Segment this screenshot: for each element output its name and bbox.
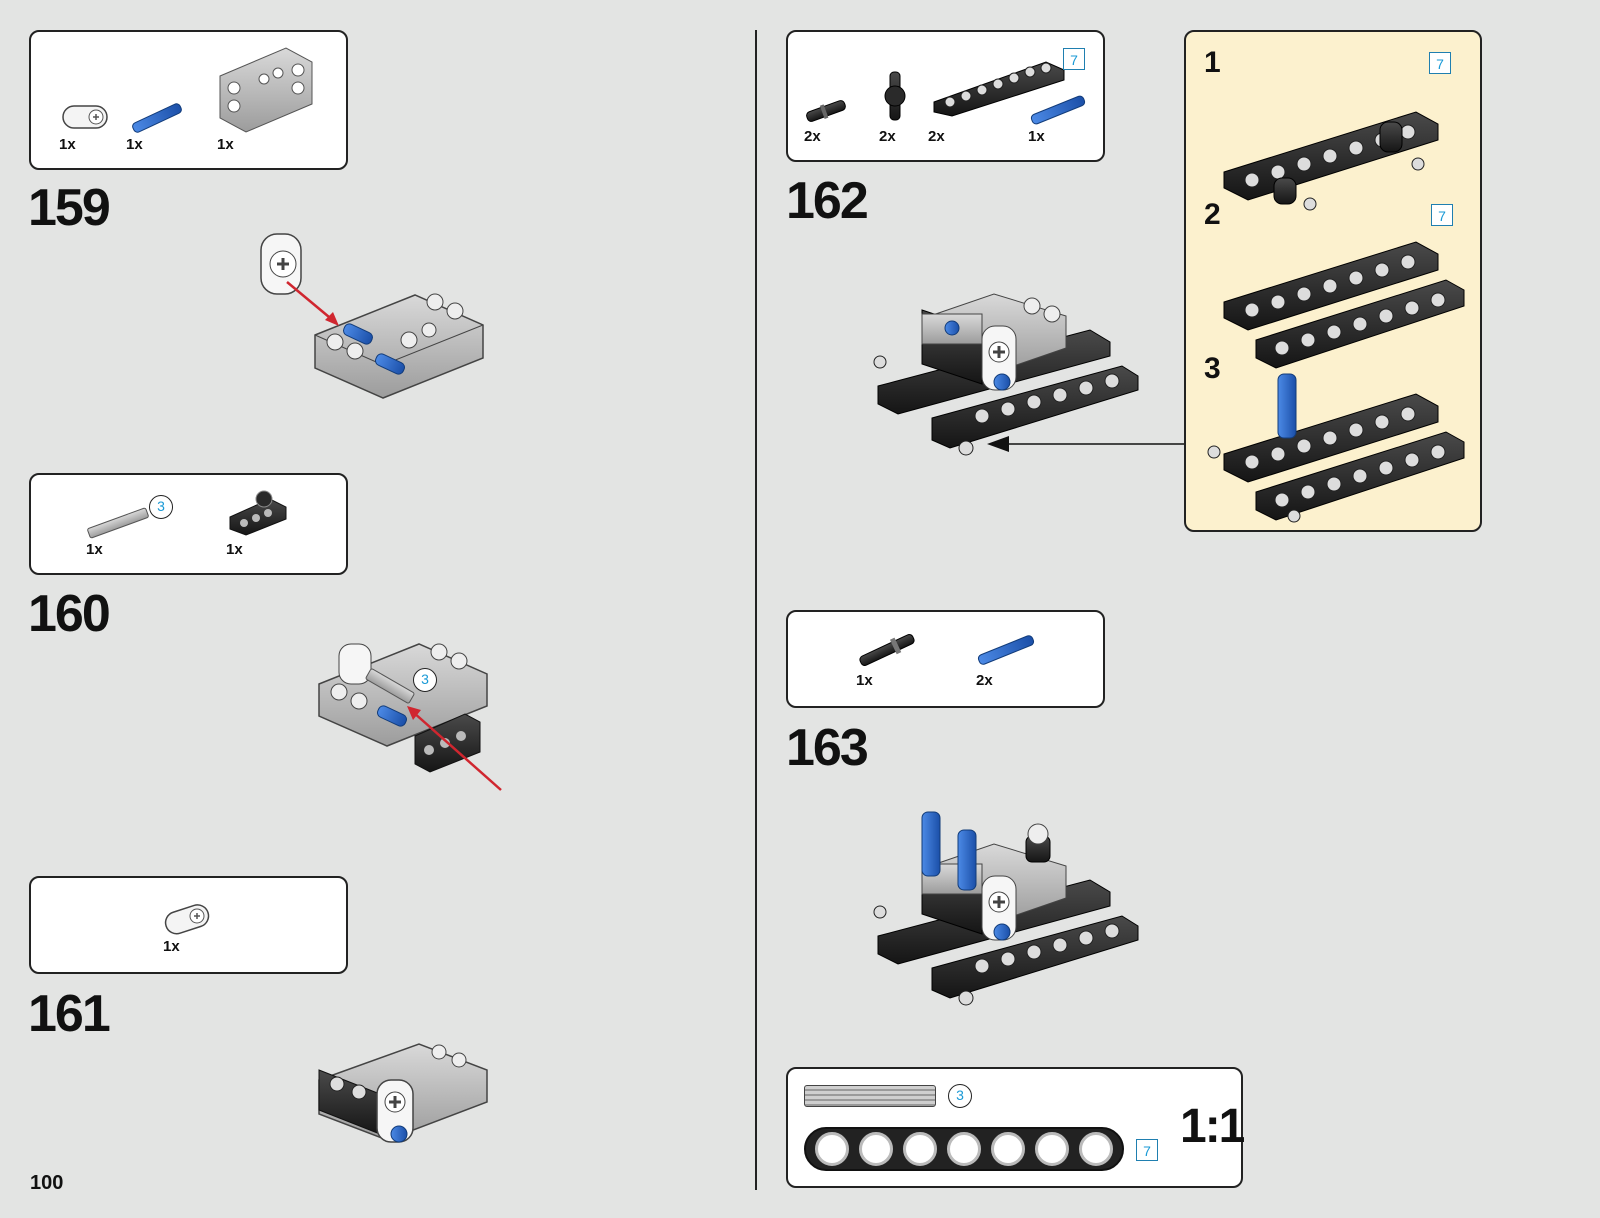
white-connector-icon <box>62 105 108 129</box>
qty-label: 1x <box>86 541 103 558</box>
substep-number: 2 <box>1204 198 1221 231</box>
parts-panel-160: 3 1x 1x <box>29 473 348 575</box>
qty-label: 1x <box>226 541 243 558</box>
parts-panel-162: 7 2x 2x 2x 1x <box>786 30 1105 162</box>
substep-number: 1 <box>1204 46 1221 79</box>
step-number-161: 161 <box>28 985 111 1043</box>
scale-reference-box: 3 7 1:1 <box>786 1067 1245 1188</box>
page-number: 100 <box>30 1172 64 1194</box>
beam-length-badge: 7 <box>1063 48 1085 70</box>
step-163-model <box>873 811 1139 1006</box>
black-beam-icon <box>229 490 287 536</box>
callout-arrow <box>987 436 1185 452</box>
scale-beam-7 <box>804 1127 1124 1171</box>
black-beam-7-icon <box>933 61 1065 117</box>
blue-pin-icon <box>977 635 1035 665</box>
scale-axle-3 <box>804 1085 936 1107</box>
step-number-162: 162 <box>786 172 869 230</box>
substep-2-art <box>1223 241 1465 369</box>
model-axle-badge: 3 <box>413 668 437 692</box>
qty-label: 2x <box>928 128 945 145</box>
substep-3-art <box>1207 373 1465 523</box>
grey-axle-icon <box>87 507 149 539</box>
black-pin-icon <box>806 100 846 122</box>
sub-assembly-callout: 1 7 2 7 3 <box>1184 30 1482 532</box>
parts-panel-161: 1x <box>29 876 348 974</box>
substep-number: 3 <box>1204 352 1221 385</box>
grey-frame-icon <box>219 47 313 133</box>
axle-length-badge: 3 <box>948 1084 972 1108</box>
black-cross-block-icon <box>884 71 906 121</box>
beam-length-badge: 7 <box>1429 52 1451 74</box>
step-number-160: 160 <box>28 585 111 643</box>
step-161-model <box>318 1043 488 1143</box>
substep-1-art <box>1223 111 1439 211</box>
blue-pin-icon <box>1030 95 1086 125</box>
qty-label: 1x <box>217 136 234 153</box>
black-axle-pin-icon <box>859 634 915 666</box>
qty-label: 2x <box>879 128 896 145</box>
scale-label: 1:1 <box>1180 1100 1245 1153</box>
qty-label: 1x <box>1028 128 1045 145</box>
qty-label: 1x <box>126 136 143 153</box>
qty-label: 1x <box>59 136 76 153</box>
page-divider <box>755 30 757 1190</box>
qty-label: 1x <box>856 672 873 689</box>
qty-label: 2x <box>976 672 993 689</box>
step-number-163: 163 <box>786 719 869 777</box>
axle-length-badge: 3 <box>149 495 173 519</box>
beam-length-badge: 7 <box>1431 204 1453 226</box>
step-159-model <box>260 233 484 399</box>
step-160-model <box>318 643 502 791</box>
parts-panel-163: 1x 2x <box>786 610 1105 708</box>
beam-length-badge: 7 <box>1136 1139 1158 1161</box>
step-162-model <box>873 293 1139 456</box>
step-number-159: 159 <box>28 179 111 237</box>
qty-label: 1x <box>163 938 180 955</box>
qty-label: 2x <box>804 128 821 145</box>
blue-pin-icon <box>132 103 182 133</box>
parts-panel-159: 1x 1x 1x <box>29 30 348 170</box>
white-connector-icon <box>164 904 210 935</box>
